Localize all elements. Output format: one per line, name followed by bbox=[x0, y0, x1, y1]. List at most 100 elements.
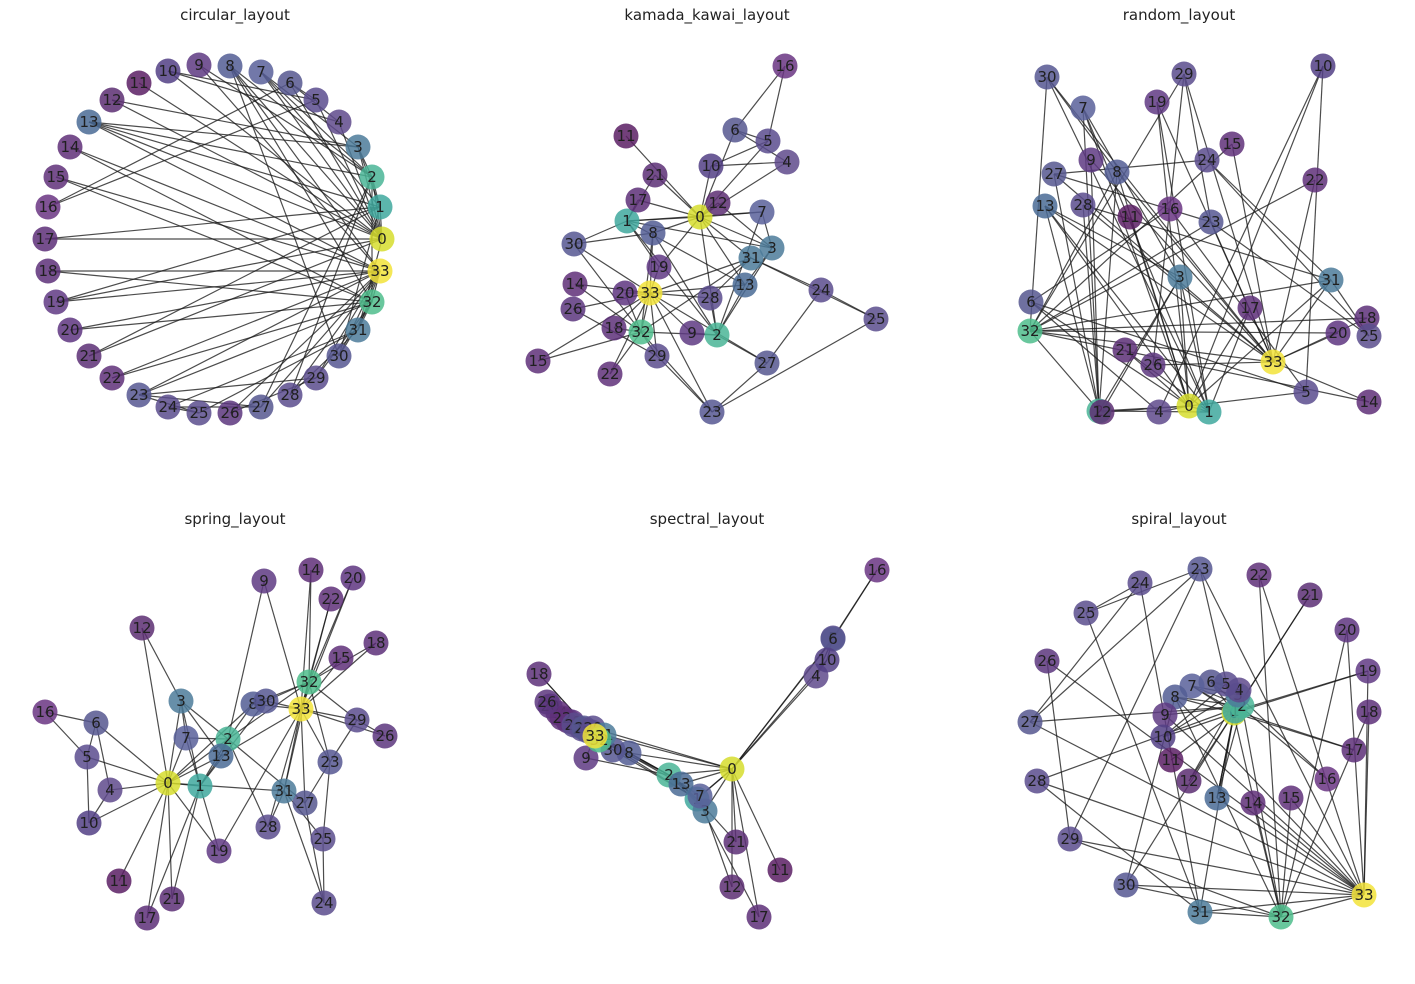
node-circle bbox=[601, 315, 627, 341]
node-circle bbox=[644, 343, 670, 369]
graph-node: 32 bbox=[1017, 318, 1043, 344]
node-label: 8 bbox=[648, 224, 658, 242]
node-circle bbox=[1240, 790, 1266, 816]
node-circle bbox=[1078, 147, 1104, 173]
graph-edge bbox=[1030, 301, 1307, 393]
node-circle bbox=[723, 829, 749, 855]
graph-edge bbox=[1305, 65, 1324, 393]
graph-node: 10 bbox=[155, 58, 181, 84]
node-label: 29 bbox=[647, 347, 666, 365]
graph-node: 25 bbox=[863, 306, 889, 332]
node-label: 6 bbox=[1206, 673, 1216, 691]
node-circle bbox=[526, 661, 552, 687]
node-label: 16 bbox=[775, 57, 794, 75]
graph-edge bbox=[88, 121, 381, 208]
node-label: 33 bbox=[585, 727, 604, 745]
graph-node: 28 bbox=[1024, 768, 1050, 794]
graph-edge bbox=[573, 232, 654, 245]
node-circle bbox=[1157, 196, 1183, 222]
panel-random: random_layout 01234567891011121314151617… bbox=[944, 0, 1414, 480]
node-circle bbox=[573, 745, 599, 771]
node-circle bbox=[277, 382, 303, 408]
node-label: 9 bbox=[687, 324, 697, 342]
node-circle bbox=[1070, 95, 1096, 121]
node-label: 19 bbox=[649, 258, 668, 276]
node-label: 0 bbox=[1184, 397, 1194, 415]
node-circle bbox=[613, 123, 639, 149]
graph-edge bbox=[1258, 574, 1282, 918]
graph-node: 9 bbox=[1078, 147, 1104, 173]
node-label: 23 bbox=[129, 386, 148, 404]
node-circle bbox=[1140, 352, 1166, 378]
graph-node: 24 bbox=[808, 277, 834, 303]
node-label: 17 bbox=[1344, 741, 1363, 759]
node-label: 9 bbox=[259, 572, 269, 590]
node-label: 0 bbox=[727, 760, 737, 778]
graph-edge bbox=[1174, 696, 1282, 918]
graph-edge bbox=[649, 284, 746, 294]
node-circle bbox=[155, 58, 181, 84]
graph-edge bbox=[1216, 797, 1365, 896]
graph-edge bbox=[267, 708, 302, 828]
graph-node: 3 bbox=[1167, 264, 1193, 290]
graph-node: 32 bbox=[1268, 904, 1294, 930]
node-label: 13 bbox=[211, 747, 230, 765]
node-label: 23 bbox=[320, 753, 339, 771]
node-label: 3 bbox=[176, 692, 186, 710]
node-circle bbox=[345, 134, 371, 160]
node-circle bbox=[1018, 289, 1044, 315]
graph-edge bbox=[1206, 159, 1370, 337]
panel-title: random_layout bbox=[1122, 6, 1236, 24]
node-label: 24 bbox=[158, 398, 177, 416]
node-circle bbox=[126, 382, 152, 408]
graph-edge bbox=[1029, 143, 1233, 332]
node-label: 4 bbox=[105, 781, 115, 799]
graph-node: 17 bbox=[1237, 295, 1263, 321]
graph-edge bbox=[260, 270, 381, 408]
node-label: 22 bbox=[600, 365, 619, 383]
node-circle bbox=[625, 187, 651, 213]
node-circle bbox=[1318, 267, 1344, 293]
graph-node: 28 bbox=[697, 285, 723, 311]
node-label: 27 bbox=[251, 398, 270, 416]
node-label: 17 bbox=[35, 230, 54, 248]
node-circle bbox=[208, 743, 234, 769]
graph-edge bbox=[1029, 330, 1274, 363]
node-circle bbox=[698, 153, 724, 179]
graph-node: 33 bbox=[1351, 882, 1377, 908]
node-circle bbox=[1314, 766, 1340, 792]
node-label: 10 bbox=[79, 814, 98, 832]
node-circle bbox=[1278, 785, 1304, 811]
graph-node: 21 bbox=[76, 343, 102, 369]
graph-edge bbox=[1158, 65, 1324, 413]
node-label: 27 bbox=[295, 794, 314, 812]
graph-edge bbox=[585, 757, 670, 776]
node-circle bbox=[1034, 64, 1060, 90]
graph-node: 23 bbox=[126, 382, 152, 408]
panel-spiral: spiral_layout 01234567891011121314151617… bbox=[944, 504, 1414, 984]
graph-edge bbox=[1156, 101, 1210, 413]
graph-edge bbox=[1053, 173, 1212, 223]
graph-edge bbox=[118, 782, 169, 882]
graph-edge bbox=[1210, 221, 1274, 363]
graph-node: 32 bbox=[296, 669, 322, 695]
graph-edge bbox=[649, 257, 752, 294]
node-label: 32 bbox=[1271, 908, 1290, 926]
graph-node: 20 bbox=[340, 565, 366, 591]
node-label: 31 bbox=[1190, 903, 1209, 921]
graph-node: 2 bbox=[359, 164, 385, 190]
node-circle bbox=[134, 905, 160, 931]
graph-node: 13 bbox=[1204, 785, 1230, 811]
node-label: 0 bbox=[163, 774, 173, 792]
graph-node: 13 bbox=[76, 109, 102, 135]
graph-edge bbox=[1174, 696, 1365, 896]
graph-node: 14 bbox=[1240, 790, 1266, 816]
graph-node: 16 bbox=[32, 699, 58, 725]
graph-edge bbox=[626, 220, 718, 336]
graph-edge bbox=[1116, 171, 1274, 363]
graph-node: 24 bbox=[1194, 147, 1220, 173]
graph-edge bbox=[1046, 76, 1274, 363]
graph-node: 33 bbox=[367, 258, 393, 284]
node-circle bbox=[637, 280, 663, 306]
